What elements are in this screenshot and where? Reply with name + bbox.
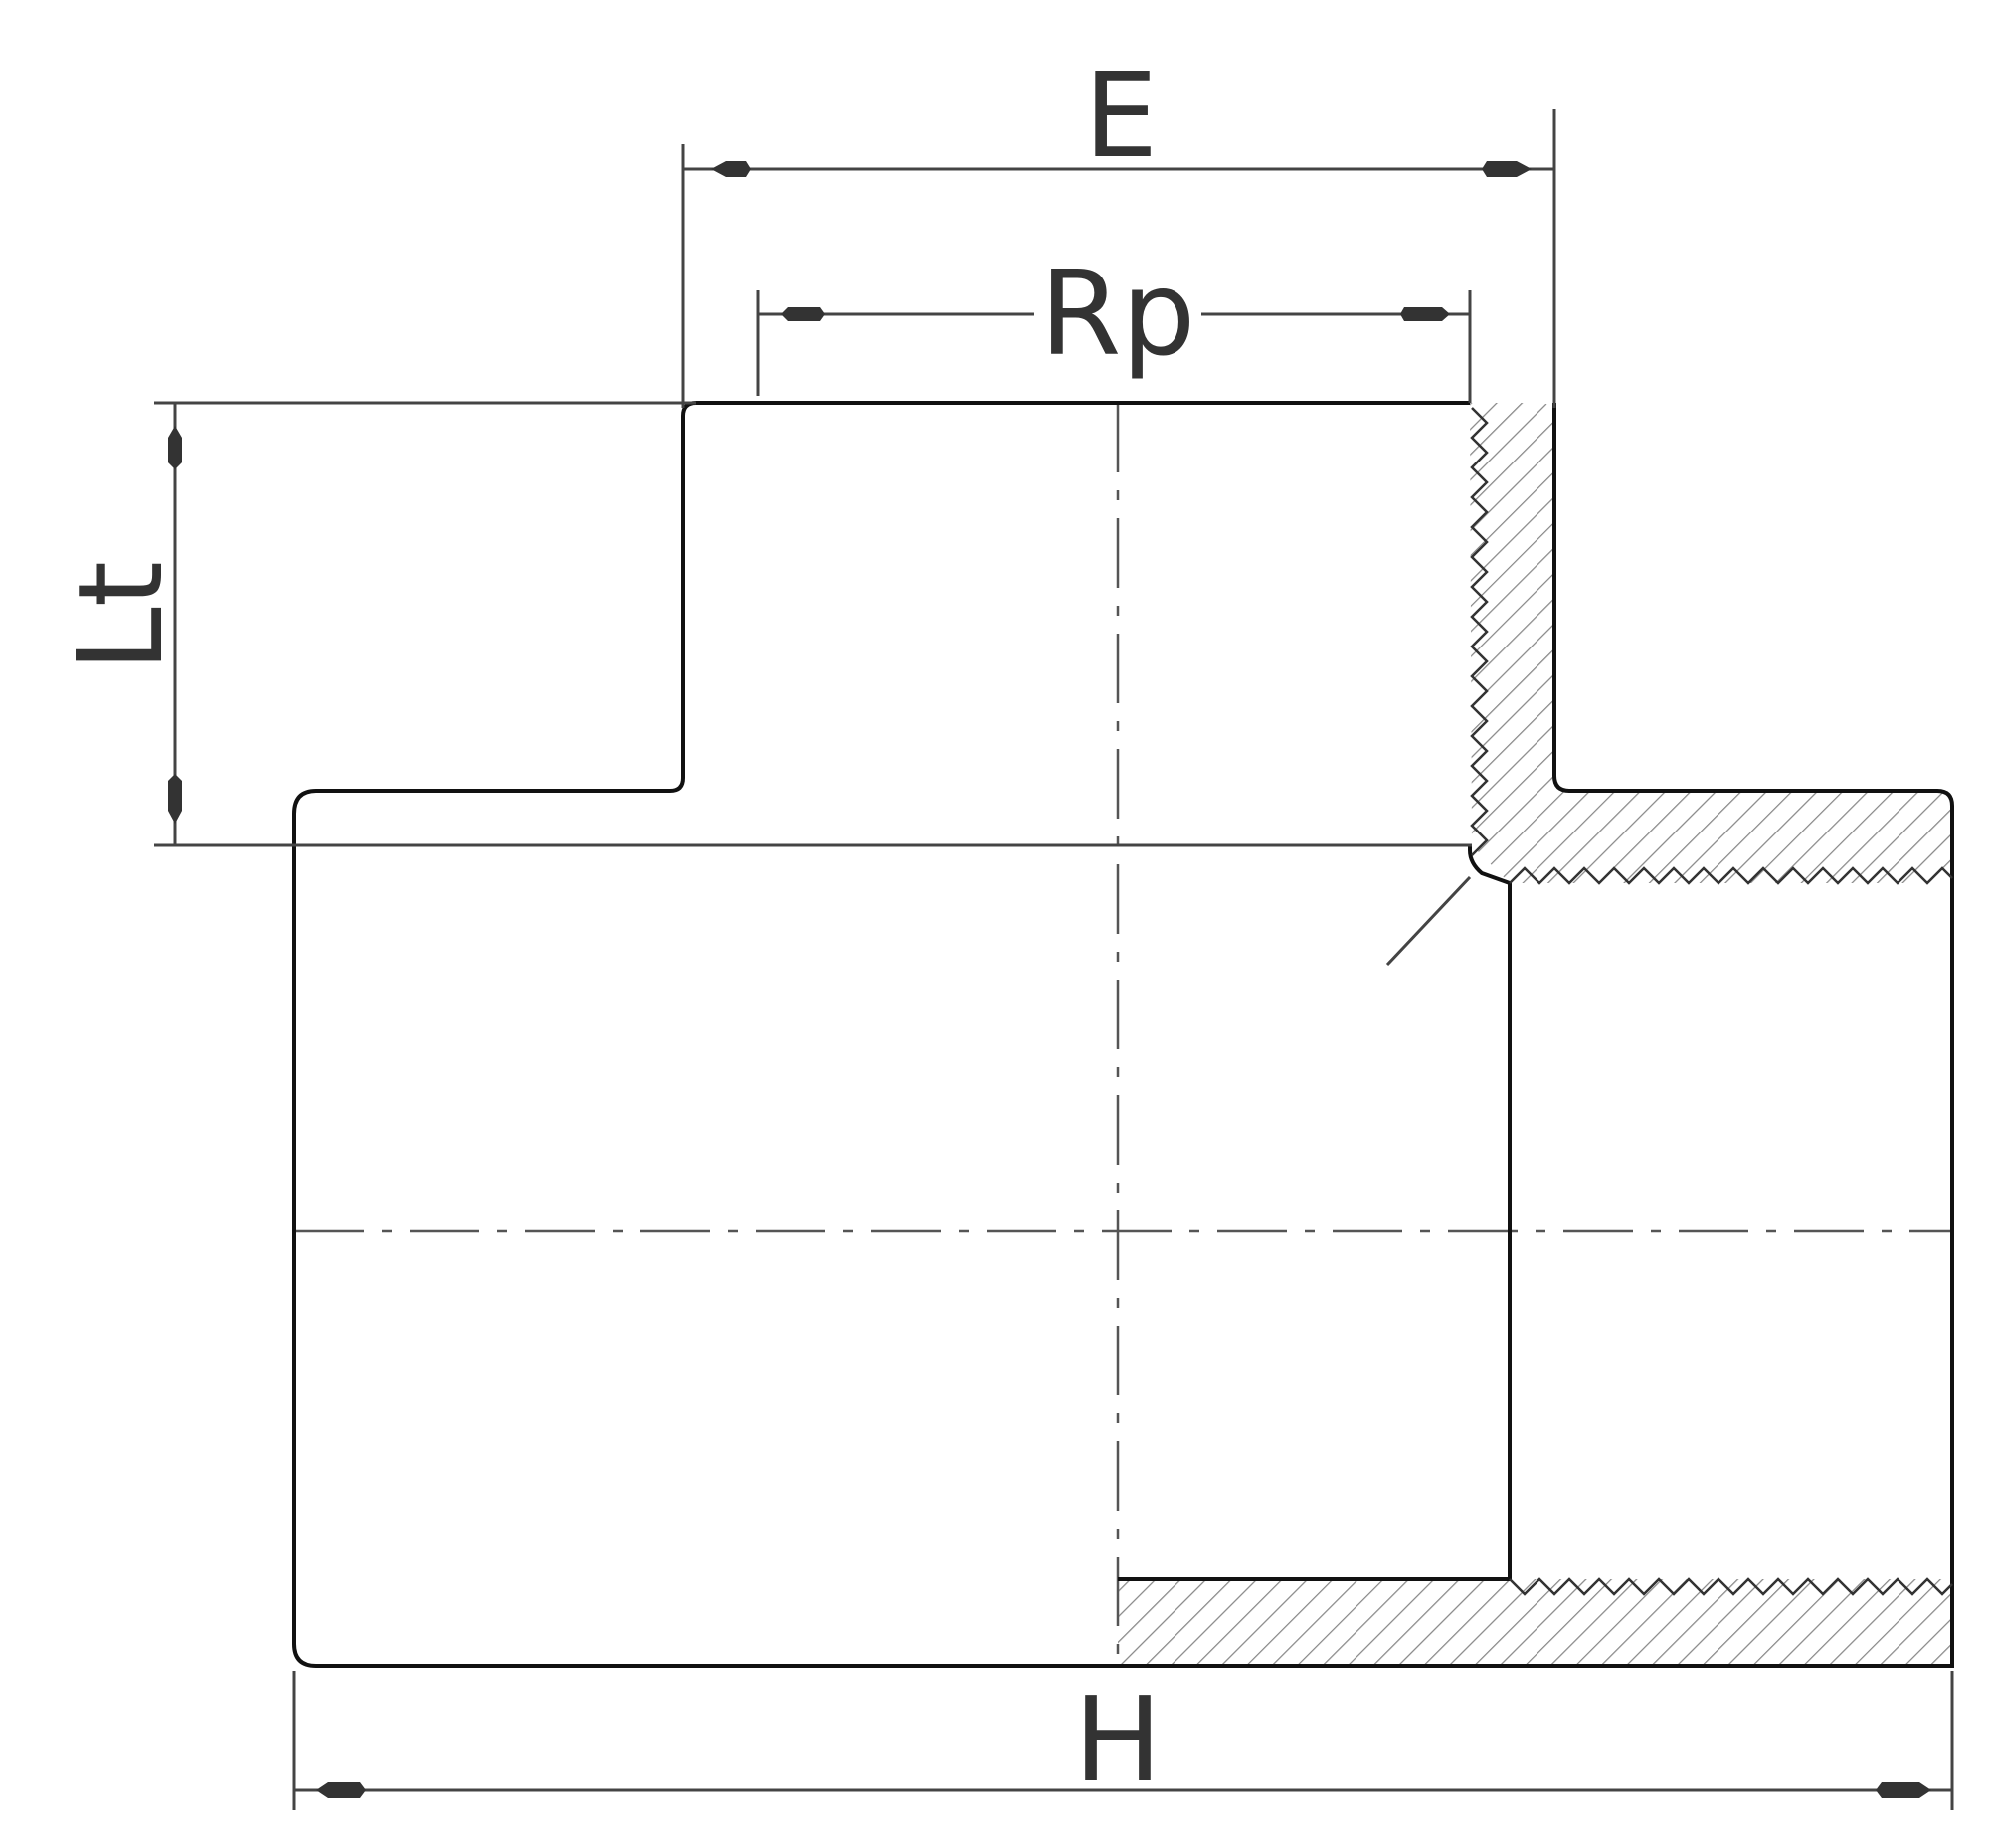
dimension-rp: Rp [756, 245, 1472, 403]
run-thread-top [1509, 866, 1953, 885]
e-arrow-left [711, 161, 751, 177]
hatched-walls [1118, 403, 1952, 1666]
branch-bore-outline [1118, 845, 1512, 1581]
lt-arrow-top [168, 426, 182, 469]
e-label: E [1084, 47, 1159, 184]
branch-wall-hatch [1470, 403, 1952, 883]
h-arrow-left [316, 1782, 366, 1798]
run-wall-hatch [1118, 1579, 1952, 1666]
branch-thread [1470, 407, 1489, 856]
rp-label: Rp [1040, 245, 1196, 382]
left-outer-outline [292, 401, 1470, 1668]
lt-label: Lt [52, 561, 189, 672]
rp-arrow-right [1400, 307, 1450, 321]
e-arrow-right [1482, 161, 1532, 177]
rp-arrow-left [781, 307, 825, 321]
dimension-lt: Lt [52, 401, 1472, 847]
dimension-h: H [292, 1671, 1954, 1810]
threads [1385, 407, 1953, 1596]
run-thread-bottom [1509, 1577, 1953, 1596]
h-arrow-right [1876, 1782, 1931, 1798]
h-label: H [1074, 1671, 1163, 1808]
right-outer-outline [1118, 403, 1954, 1668]
body-outline [292, 401, 1954, 1668]
center-lines [294, 403, 1952, 1671]
thread-leader-line [1385, 875, 1472, 967]
dimension-e: E [681, 47, 1556, 408]
lt-arrow-bottom [168, 774, 182, 824]
